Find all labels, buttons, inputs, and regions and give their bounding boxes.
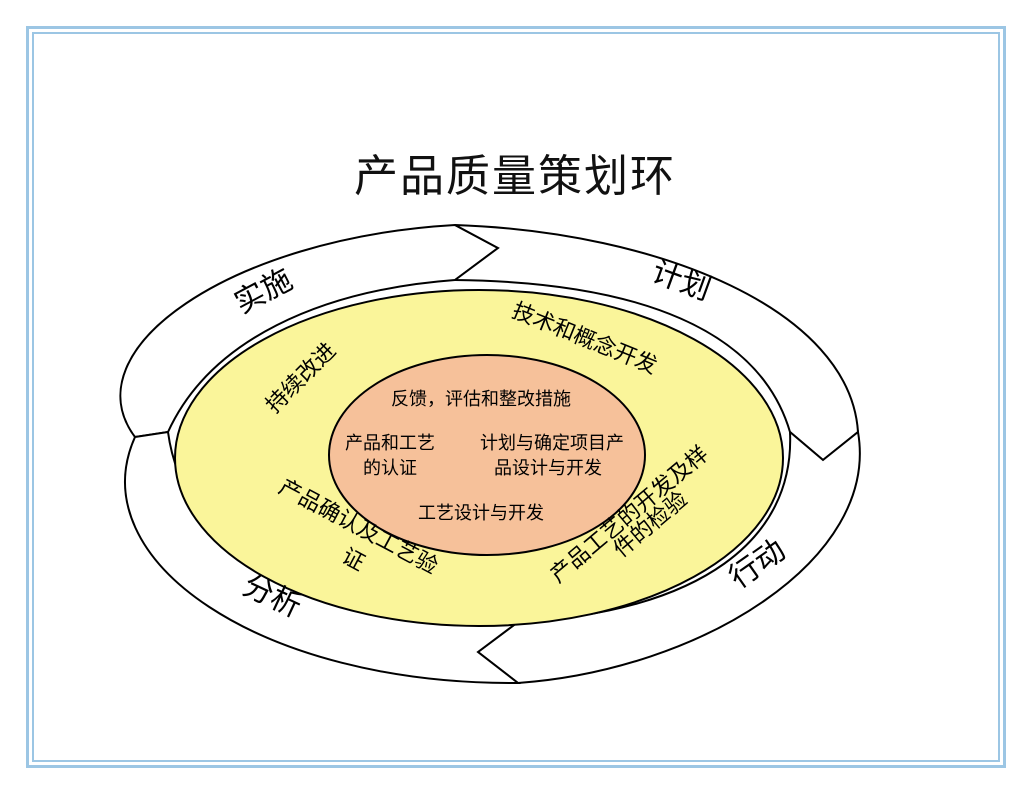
outer-frame (26, 26, 1006, 768)
page-title: 产品质量策划环 (354, 151, 676, 202)
center-feedback: 反馈，评估和整改措施 (391, 389, 571, 410)
center-product-process-line2: 的认证 (363, 458, 417, 479)
inner-frame (32, 32, 1000, 762)
center-ellipse (328, 354, 646, 556)
center-planning-line2: 品设计与开发 (494, 458, 602, 479)
center-product-process-line1: 产品和工艺 (345, 433, 435, 454)
center-process-design: 工艺设计与开发 (418, 503, 544, 524)
center-planning-line1: 计划与确定项目产 (480, 433, 624, 454)
